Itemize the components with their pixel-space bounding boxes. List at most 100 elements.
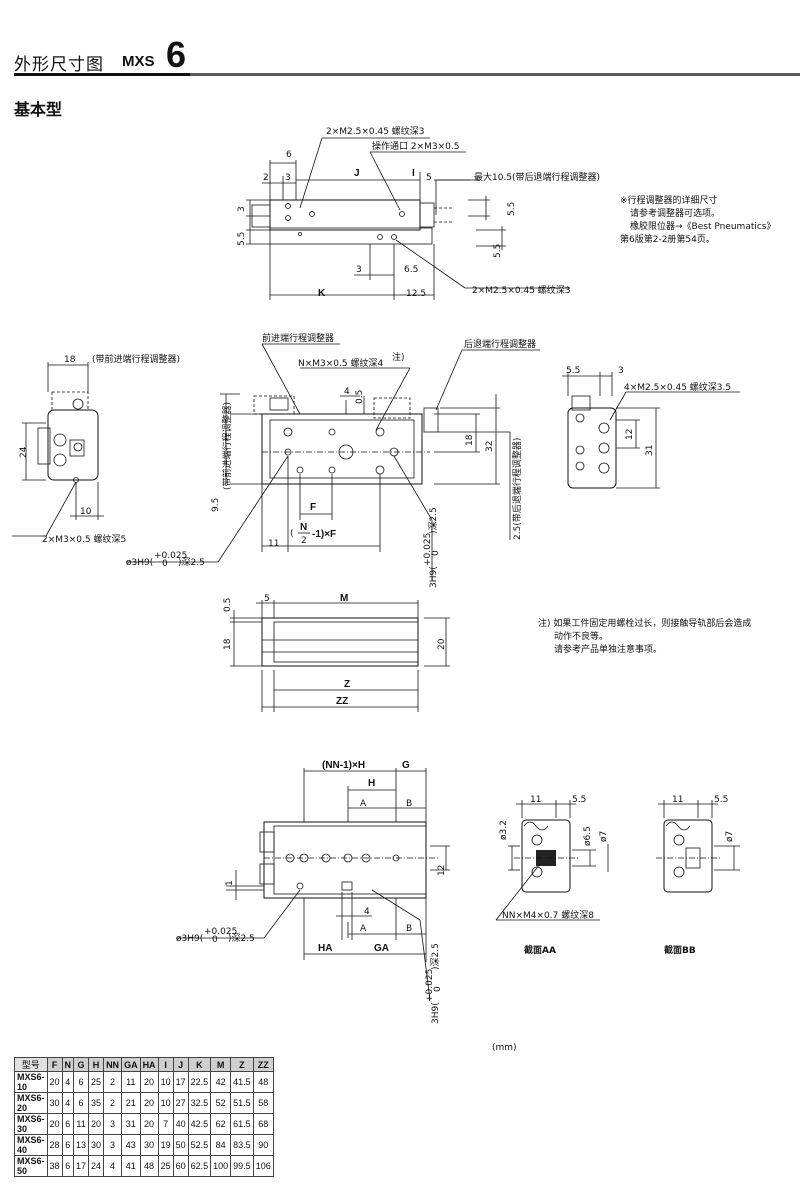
value-cell: 3 bbox=[103, 1113, 123, 1135]
aa-thread-label: NN×M4×0.7 螺纹深8 bbox=[502, 909, 594, 921]
plan-thread-hole bbox=[296, 466, 304, 474]
value-cell: 10 bbox=[157, 1092, 174, 1114]
dim-12-right: 12 bbox=[625, 429, 635, 440]
value-cell: 4 bbox=[61, 1071, 75, 1093]
col-header: Z bbox=[230, 1057, 254, 1072]
col-header: ZZ bbox=[252, 1057, 274, 1072]
page-header: 外形尺寸图 MXS 6 bbox=[14, 34, 800, 76]
section-bb-title: 截面BB bbox=[664, 944, 696, 956]
col-header: G bbox=[73, 1057, 90, 1072]
bottom-tolerance-upper: +0.025 bbox=[204, 927, 237, 937]
value-cell: 32.5 bbox=[187, 1092, 212, 1114]
section-bb-ball bbox=[673, 834, 685, 846]
tolerance-lower-vertical: 0 bbox=[431, 550, 441, 556]
value-cell: 21 bbox=[121, 1092, 141, 1114]
dim-F: F bbox=[310, 502, 316, 513]
dim-6: 6 bbox=[286, 150, 292, 160]
col-header: H bbox=[88, 1057, 105, 1072]
right-port bbox=[598, 442, 610, 454]
side-body bbox=[261, 617, 419, 667]
dim-3-bottom: 3 bbox=[356, 265, 362, 275]
note-line: 第6版第2-2册第54页。 bbox=[620, 235, 715, 245]
bottom-thread-hole bbox=[285, 853, 295, 863]
value-cell: 50 bbox=[172, 1134, 189, 1156]
bb-dim-7: ø7 bbox=[725, 831, 735, 842]
tolerance-upper-vertical: +0.025 bbox=[423, 533, 433, 566]
value-cell: 4 bbox=[103, 1155, 123, 1177]
aa-dim-7: ø7 bbox=[599, 831, 609, 842]
col-header: J bbox=[172, 1057, 189, 1072]
value-cell: 19 bbox=[157, 1134, 174, 1156]
left-port bbox=[73, 442, 83, 452]
top-hole bbox=[298, 232, 302, 236]
dim-2: 2 bbox=[263, 173, 269, 183]
right-adjuster bbox=[571, 395, 591, 411]
value-cell: 90 bbox=[252, 1134, 274, 1156]
col-header: NN bbox=[103, 1057, 123, 1072]
left-adjuster-note: (带前进端行程调整器) bbox=[92, 353, 180, 365]
value-cell: 11 bbox=[121, 1071, 141, 1093]
col-header: I bbox=[157, 1057, 174, 1072]
right-port bbox=[598, 422, 610, 434]
dim-1: 1 bbox=[225, 880, 235, 886]
section-aa-bolt bbox=[536, 850, 556, 866]
section-aa-title: 截面AA bbox=[524, 944, 556, 956]
value-cell: 13 bbox=[73, 1134, 90, 1156]
top-label-thread-bottom: 2×M2.5×0.45 螺纹深3 bbox=[472, 284, 571, 296]
series-size: 6 bbox=[166, 34, 187, 75]
dim-G: G bbox=[402, 760, 410, 771]
bottom-pin-label-vertical: 3H9( bbox=[431, 1002, 441, 1024]
plan-table bbox=[269, 419, 415, 479]
spec-table: 型号 F N G H NN GA HA I J K M Z ZZ MXS6-10… bbox=[14, 1057, 274, 1177]
section-bb-body bbox=[663, 819, 713, 893]
value-cell: 30 bbox=[46, 1092, 63, 1114]
bottom-endcap bbox=[259, 863, 275, 885]
dim-12-bottom: 12 bbox=[437, 865, 447, 876]
header-rule bbox=[14, 73, 800, 76]
right-thread-hole bbox=[575, 413, 585, 423]
dim-32: 32 bbox=[485, 441, 495, 452]
dim-11: 11 bbox=[268, 539, 279, 549]
dim-5-5-right-lower: 5.5 bbox=[493, 244, 503, 258]
value-cell: 58 bbox=[252, 1092, 274, 1114]
top-adjuster bbox=[419, 202, 435, 228]
right-thread-hole bbox=[575, 445, 585, 455]
right-thread-label: 4×M2.5×0.45 螺纹深3.5 bbox=[624, 381, 731, 393]
bottom-tolerance-lower: 0 bbox=[212, 935, 218, 945]
formula-denominator: 2 bbox=[301, 536, 307, 546]
top-label-port: 操作通口 2×M3×0.5 bbox=[372, 140, 459, 152]
value-cell: 30 bbox=[88, 1134, 105, 1156]
value-cell: 51.5 bbox=[230, 1092, 254, 1114]
value-cell: 24 bbox=[88, 1155, 105, 1177]
section-marker-A: A bbox=[360, 799, 367, 809]
dim-24: 24 bbox=[19, 446, 29, 458]
note-line: 橡胶限位器→《Best Pneumatics》 bbox=[630, 222, 776, 232]
top-hole bbox=[399, 211, 405, 217]
value-cell: 10 bbox=[157, 1071, 174, 1093]
value-cell: 2 bbox=[103, 1092, 123, 1114]
side-table bbox=[273, 621, 419, 663]
bottom-thread-hole bbox=[392, 854, 400, 862]
aa-dim-3-2: ø3.2 bbox=[499, 820, 509, 840]
dim-K: K bbox=[318, 288, 326, 299]
dim-5-5-right-view: 5.5 bbox=[566, 366, 580, 376]
bottom-tol-lower-vertical: 0 bbox=[433, 986, 443, 992]
top-hole bbox=[309, 211, 315, 217]
top-table bbox=[269, 227, 433, 245]
col-header: M bbox=[210, 1057, 232, 1072]
bottom-thread-hole bbox=[299, 853, 309, 863]
section-marker-B-lower: B bbox=[406, 924, 412, 934]
value-cell: 52.5 bbox=[187, 1134, 212, 1156]
series-name: MXS bbox=[122, 53, 155, 70]
value-cell: 48 bbox=[252, 1071, 274, 1093]
note-line: ※行程调整器的详细尺寸 bbox=[620, 196, 718, 206]
dim-J: J bbox=[354, 168, 360, 179]
value-cell: 6 bbox=[73, 1092, 90, 1114]
formula-paren: ( bbox=[290, 529, 294, 539]
bottom-tol-upper-vertical: +0.025 bbox=[425, 969, 435, 1002]
value-cell: 83.5 bbox=[230, 1134, 254, 1156]
col-header: K bbox=[187, 1057, 212, 1072]
section-aa-ball bbox=[531, 834, 543, 846]
